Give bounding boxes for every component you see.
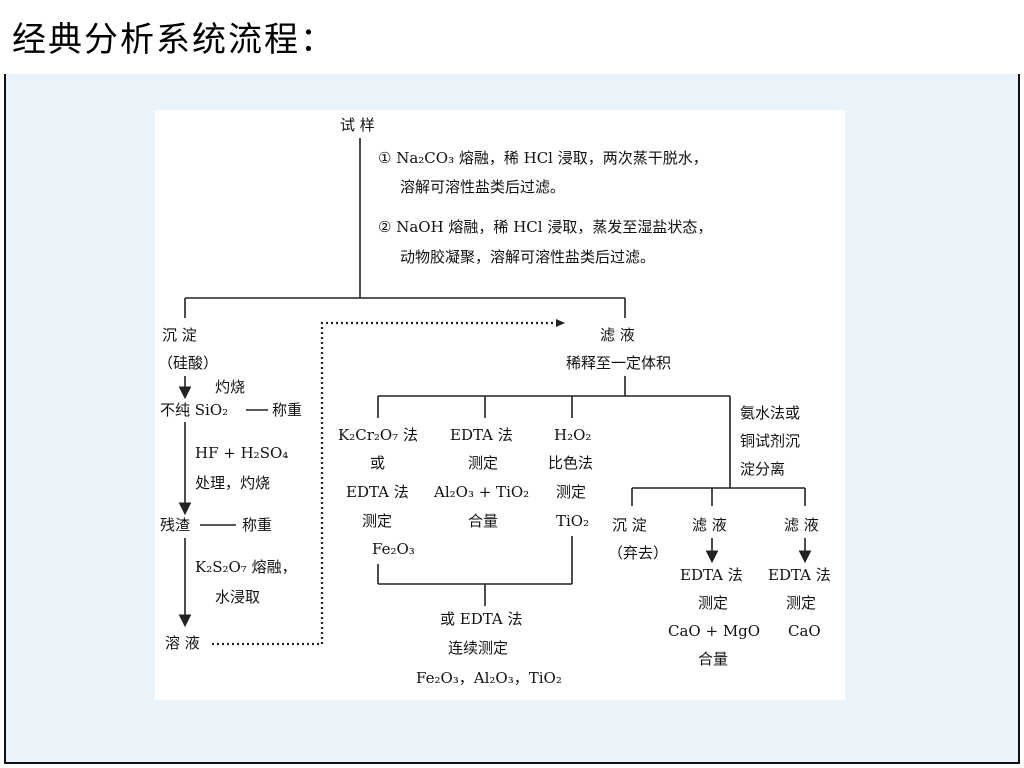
weigh2-label: 称重 xyxy=(242,516,272,534)
fusion-label: K₂S₂O₇ 熔融， xyxy=(195,558,297,576)
b1-fe2o3: Fe₂O₃ xyxy=(372,540,415,558)
c2-formula: CaO + MgO xyxy=(668,622,760,640)
ignite-label: 灼烧 xyxy=(215,378,245,396)
c2-measure: 测定 xyxy=(698,594,728,612)
leach-label: 水浸取 xyxy=(215,588,260,606)
c1-discard: （弃去） xyxy=(608,544,668,562)
joint-method: 或 EDTA 法 xyxy=(440,610,523,628)
c2-method: EDTA 法 xyxy=(680,566,743,584)
b2-measure: 测定 xyxy=(468,454,498,472)
b1-measure: 测定 xyxy=(362,512,392,530)
solution-label: 溶 液 xyxy=(165,634,200,652)
c3-filtrate: 滤 液 xyxy=(784,516,819,534)
method1-text: ① Na₂CO₃ 熔融，稀 HCl 浸取，两次蒸干脱水， xyxy=(378,149,708,167)
b1-edta: EDTA 法 xyxy=(346,483,409,501)
residue-label: 残渣 xyxy=(160,516,190,534)
dotted-arrow-head xyxy=(556,319,565,327)
slide-title: 经典分析系统流程： xyxy=(12,20,336,60)
b4-separation: 淀分离 xyxy=(740,460,785,478)
b2-total: 合量 xyxy=(468,512,498,530)
method2-text-2: 动物胶凝聚，溶解可溶性盐类后过滤。 xyxy=(400,248,655,266)
c3-measure: 测定 xyxy=(786,594,816,612)
b3-h2o2: H₂O₂ xyxy=(554,426,591,444)
b3-measure: 测定 xyxy=(556,483,586,501)
b4-cupferron: 铜试剂沉 xyxy=(740,432,800,450)
hf-label: HF + H₂SO₄ xyxy=(195,444,288,462)
joint-formulas: Fe₂O₃，Al₂O₃，TiO₂ xyxy=(416,669,562,687)
silicic-acid-label: （硅酸） xyxy=(158,354,218,372)
filtrate-label: 滤 液 xyxy=(600,326,635,344)
c3-method: EDTA 法 xyxy=(768,566,831,584)
precipitate-label: 沉 淀 xyxy=(162,326,197,344)
weigh1-label: 称重 xyxy=(272,401,302,419)
joint-continuous: 连续测定 xyxy=(448,639,508,657)
dotted-return-line xyxy=(212,321,560,646)
hf-treat-label: 处理，灼烧 xyxy=(195,474,270,492)
c3-cao: CaO xyxy=(788,622,821,640)
b3-tio2: TiO₂ xyxy=(556,512,589,530)
b1-or: 或 xyxy=(370,454,385,472)
b3-method: 比色法 xyxy=(548,454,593,472)
c2-total: 合量 xyxy=(698,650,728,668)
b2-method: EDTA 法 xyxy=(450,426,513,444)
method2-text: ② NaOH 熔融，稀 HCl 浸取，蒸发至湿盐状态， xyxy=(378,218,712,236)
b4-ammonia: 氨水法或 xyxy=(740,404,800,422)
b2-formula: Al₂O₃ + TiO₂ xyxy=(433,483,529,501)
sample-label: 试 样 xyxy=(340,116,375,134)
method1-text-2: 溶解可溶性盐类后过滤。 xyxy=(400,178,565,196)
c2-filtrate: 滤 液 xyxy=(692,516,727,534)
dilute-label: 稀释至一定体积 xyxy=(566,354,671,372)
c1-precipitate: 沉 淀 xyxy=(612,516,647,534)
b1-method: K₂Cr₂O₇ 法 xyxy=(338,426,418,444)
impure-sio2-label: 不纯 SiO₂ xyxy=(160,401,228,419)
